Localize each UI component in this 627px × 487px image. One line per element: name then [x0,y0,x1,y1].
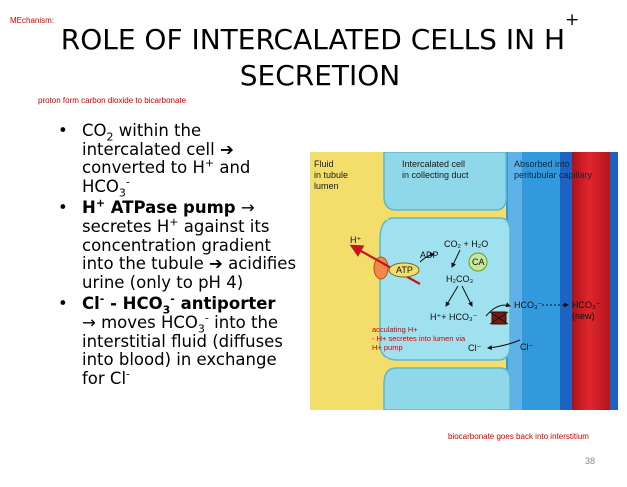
cl-entry-arrow [487,339,521,351]
title-sup: + [565,10,580,30]
ca-label: CA [472,257,485,267]
slide-number: 38 [585,456,596,466]
h2co3-split-left [445,285,459,307]
label-cell: Intercalated cell in collecting duct [402,159,469,180]
cl-outside: Cl⁻ [520,342,533,352]
antiporter-cross-2 [489,311,509,325]
atp-label: ATP [396,265,413,275]
interstitium-edge [508,152,522,410]
hco3-exit-arrow [485,302,511,317]
co2-to-h2co3-arrow [451,249,461,268]
side-note: proton form carbon dioxide to bicarbonat… [38,96,187,105]
lower-cell [383,367,511,410]
arrow-icon: → [235,198,255,218]
h2co3-split-right [461,285,473,307]
intercalated-cell-diagram: Fluid in tubule lumen Intercalated cell … [310,152,618,410]
h-secretion-arrow [349,244,421,285]
title-line2: SECRETION [239,59,401,92]
h-pump [373,256,389,280]
atp-to-adp-arrow [419,252,435,263]
h2co3-label: H₂CO₃ [446,274,473,284]
label-lumen: Fluid in tubule lumen [314,159,351,191]
tight-junction-top [380,210,388,220]
hco3-outside: HCO₃⁻ [514,300,543,310]
upper-cell [383,152,508,211]
blood-vessel [572,152,610,410]
bullet-list: CO2 within the intercalated cell ➔ conve… [58,121,298,391]
bullet-atpase: H+ ATPase pump → secretes H+ against its… [58,198,298,292]
adp-label: ADP [420,250,439,260]
bullet-co2: CO2 within the intercalated cell ➔ conve… [58,121,298,198]
h-plus-lumen: H⁺ [350,235,361,245]
mechanism-note: MEchanism: [10,16,55,25]
co2-h2o: CO₂ + H₂O [444,239,488,249]
arrow-icon: ➔ [219,139,234,159]
atp-badge [388,262,420,278]
slide-title: ROLE OF INTERCALATED CELLS IN H+ SECRETI… [20,12,620,94]
accumulating-note: acculating H+ - H+ secretes into lumen v… [372,325,467,352]
h-hco3-label: H⁺+ HCO₃⁻ [430,312,478,322]
bottom-note: biocarbonate goes back into interstitium [448,432,589,441]
hco3-new: HCO₃⁻ [572,300,601,310]
new-label: (new) [572,311,595,321]
bullet-antiporter: Cl- - HCO3- antiporter → moves HCO3- int… [58,294,298,388]
cl-in-cell: Cl⁻ [468,343,481,353]
tight-junction-bottom [380,358,388,370]
arrow-icon: ➔ [209,254,223,274]
label-capillary: Absorbed into peritubular capillary [514,159,593,180]
title-line1: ROLE OF INTERCALATED CELLS IN H [60,23,565,56]
ca-enzyme [468,252,488,272]
